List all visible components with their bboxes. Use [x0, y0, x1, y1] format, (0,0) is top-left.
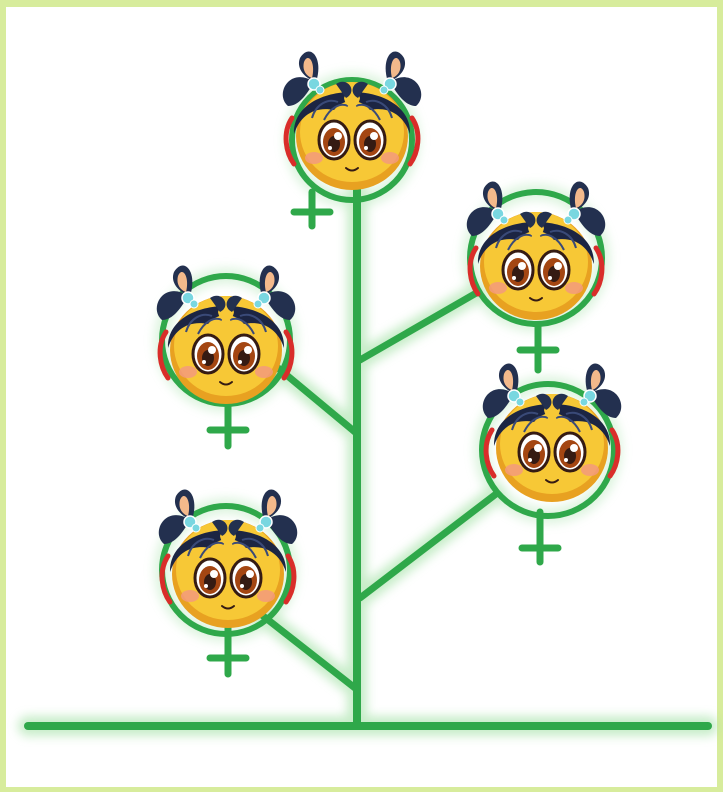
branch-right-upper — [360, 292, 478, 360]
branch-right-lower — [360, 494, 496, 598]
branch-left-upper — [278, 368, 355, 432]
branch-left-lower — [258, 612, 355, 688]
female-symbol-icon — [520, 325, 556, 370]
